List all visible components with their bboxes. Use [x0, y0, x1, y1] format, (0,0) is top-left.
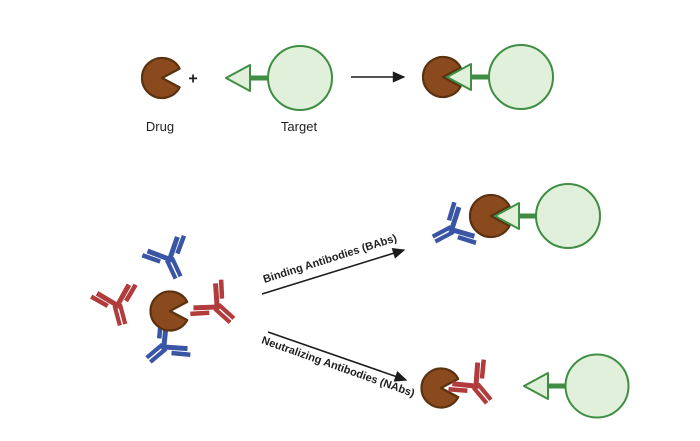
blue-antibody-icon [142, 234, 199, 287]
nabs-pathway: Neutralizing Antibodies (NAbs) [260, 331, 417, 400]
drug-icon [421, 55, 462, 99]
babs-pathway: Binding Antibodies (BAbs) [261, 232, 406, 295]
nabs-outcome-complex [420, 353, 630, 419]
reaction-row: + Drug Target [140, 44, 554, 134]
babs-arrow-icon [261, 247, 406, 295]
target-icon [523, 353, 630, 419]
drug-icon [149, 290, 189, 332]
receptor-tack-icon [494, 202, 520, 230]
drug-label: Drug [146, 119, 174, 134]
target-cell-circle [267, 45, 333, 111]
red-antibody-icon [91, 283, 145, 331]
drug-icon [140, 56, 181, 100]
antibody-cluster [91, 234, 248, 377]
target-cell-circle [564, 353, 630, 419]
babs-arrow-label: Binding Antibodies (BAbs) [262, 232, 399, 286]
drug-target-complex [421, 44, 554, 110]
receptor-tack-icon [523, 372, 549, 400]
red-antibody-icon [447, 358, 506, 416]
nabs-arrow-label: Neutralizing Antibodies (NAbs) [260, 335, 417, 400]
receptor-tack-icon [446, 63, 472, 91]
target-icon [225, 45, 333, 111]
plus-sign: + [188, 71, 197, 88]
target-label: Target [281, 119, 318, 134]
drug-icon [468, 193, 511, 239]
babs-outcome-complex [423, 183, 601, 259]
blue-antibody-icon [423, 201, 477, 259]
drug-icon [420, 367, 460, 409]
target-cell-circle [535, 183, 601, 249]
red-antibody-icon [189, 279, 247, 338]
receptor-tack-icon [225, 64, 251, 92]
nabs-arrow-icon [267, 331, 408, 382]
target-cell-circle [488, 44, 554, 110]
